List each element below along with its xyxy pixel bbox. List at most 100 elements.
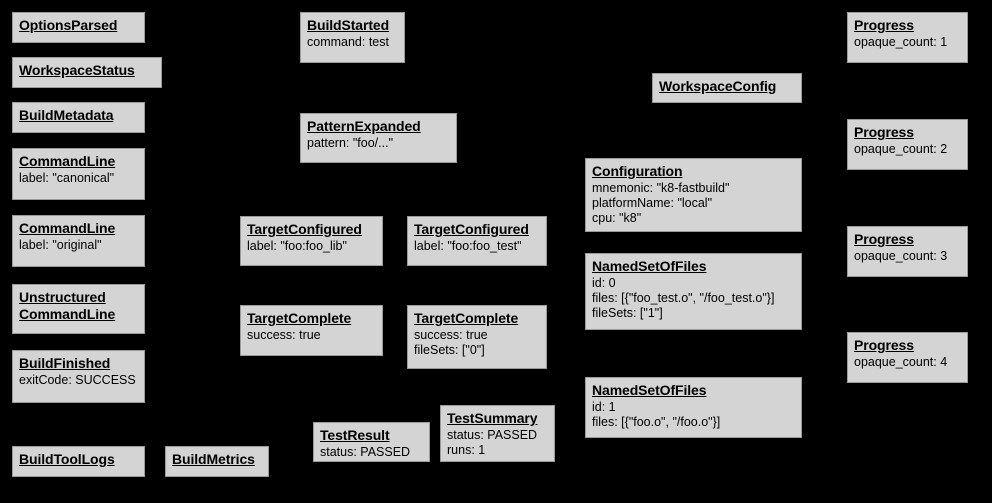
event-node-workspace-status[interactable]: WorkspaceStatus bbox=[12, 57, 162, 88]
event-node-fields: mnemonic: "k8-fastbuild"platformName: "l… bbox=[592, 181, 795, 226]
event-node-title-wrap: Progress bbox=[854, 337, 961, 354]
event-node-title-wrap: BuildStarted bbox=[307, 17, 398, 34]
event-node-pattern-expanded[interactable]: PatternExpanded pattern: "foo/..." bbox=[300, 113, 457, 163]
event-node-field: opaque_count: 3 bbox=[854, 249, 948, 263]
event-node-title: WorkspaceStatus bbox=[19, 62, 135, 78]
event-node-fields: command: test bbox=[307, 35, 398, 50]
event-node-field: label: "canonical" bbox=[19, 171, 115, 185]
event-node-title-wrap: Progress bbox=[854, 231, 961, 248]
event-node-fields: label: "canonical" bbox=[19, 171, 138, 186]
event-node-title: WorkspaceConfig bbox=[659, 78, 777, 94]
event-node-title-wrap: TestSummary bbox=[447, 410, 548, 427]
event-node-build-metrics[interactable]: BuildMetrics bbox=[165, 446, 269, 477]
event-node-field: runs: 1 bbox=[447, 443, 486, 457]
event-node-field: success: true bbox=[247, 328, 321, 342]
event-node-title: Progress bbox=[854, 17, 914, 33]
event-node-title-wrap: TargetConfigured bbox=[247, 221, 376, 238]
event-node-fields: opaque_count: 3 bbox=[854, 249, 961, 264]
event-node-field: mnemonic: "k8-fastbuild" bbox=[592, 181, 730, 195]
event-node-title: CommandLine bbox=[19, 153, 116, 169]
event-node-title: TargetComplete bbox=[414, 310, 519, 326]
event-node-field: label: "foo:foo_test" bbox=[414, 239, 522, 253]
event-node-field: status: PASSED bbox=[447, 428, 538, 442]
event-node-target-complete-lib[interactable]: TargetComplete success: true bbox=[240, 305, 383, 356]
event-node-field: exitCode: SUCCESS bbox=[19, 373, 136, 387]
event-node-build-metadata[interactable]: BuildMetadata bbox=[12, 102, 145, 133]
event-node-title: NamedSetOfFiles bbox=[592, 382, 707, 398]
event-node-field: files: [{"foo_test.o", "/foo_test.o"}] bbox=[592, 291, 775, 305]
event-node-title: TargetConfigured bbox=[414, 221, 529, 237]
event-node-command-line-canonical[interactable]: CommandLine label: "canonical" bbox=[12, 148, 145, 200]
event-node-progress-4[interactable]: Progress opaque_count: 4 bbox=[847, 332, 968, 383]
event-node-title: TargetComplete bbox=[247, 310, 352, 326]
event-node-title-wrap: BuildToolLogs bbox=[19, 451, 138, 468]
event-node-fields: status: PASSED bbox=[320, 445, 423, 460]
event-node-title-wrap: CommandLine bbox=[19, 220, 138, 237]
event-node-configuration[interactable]: Configuration mnemonic: "k8-fastbuild"pla… bbox=[585, 158, 802, 232]
event-node-title-wrap: NamedSetOfFiles bbox=[592, 382, 795, 399]
event-node-title: PatternExpanded bbox=[307, 118, 421, 134]
event-node-title: BuildMetadata bbox=[19, 107, 114, 123]
event-node-title-wrap: Progress bbox=[854, 17, 961, 34]
event-node-fields: label: "foo:foo_lib" bbox=[247, 239, 376, 254]
event-node-field: id: 0 bbox=[592, 276, 616, 290]
event-node-field: pattern: "foo/..." bbox=[307, 136, 394, 150]
event-node-workspace-config[interactable]: WorkspaceConfig bbox=[652, 73, 802, 103]
event-node-title-wrap: WorkspaceStatus bbox=[19, 62, 155, 79]
event-node-build-tool-logs[interactable]: BuildToolLogs bbox=[12, 446, 145, 477]
event-node-target-configured-foo-test[interactable]: TargetConfigured label: "foo:foo_test" bbox=[407, 216, 547, 266]
event-node-title-wrap: TargetComplete bbox=[414, 310, 540, 327]
event-node-title: TestSummary bbox=[447, 410, 538, 426]
event-node-title: CommandLine bbox=[19, 306, 116, 322]
event-node-title: Progress bbox=[854, 337, 914, 353]
event-node-title-wrap: BuildMetadata bbox=[19, 107, 138, 124]
event-node-title-wrap: WorkspaceConfig bbox=[659, 78, 795, 95]
event-node-field: command: test bbox=[307, 35, 389, 49]
event-node-title: Progress bbox=[854, 124, 914, 140]
event-node-title: CommandLine bbox=[19, 220, 116, 236]
event-node-field: status: PASSED bbox=[320, 445, 411, 459]
event-node-fields: opaque_count: 1 bbox=[854, 35, 961, 50]
event-node-progress-2[interactable]: Progress opaque_count: 2 bbox=[847, 119, 968, 170]
event-node-progress-1[interactable]: Progress opaque_count: 1 bbox=[847, 12, 968, 63]
event-node-title: TargetConfigured bbox=[247, 221, 362, 237]
event-node-title-wrap: Progress bbox=[854, 124, 961, 141]
event-node-field: cpu: "k8" bbox=[592, 211, 642, 225]
event-node-target-configured-foo-lib[interactable]: TargetConfigured label: "foo:foo_lib" bbox=[240, 216, 383, 266]
event-node-fields: pattern: "foo/..." bbox=[307, 136, 450, 151]
event-node-fields: exitCode: SUCCESS bbox=[19, 373, 138, 388]
event-node-fields: opaque_count: 4 bbox=[854, 355, 961, 370]
event-node-command-line-original[interactable]: CommandLine label: "original" bbox=[12, 215, 145, 267]
event-node-build-started[interactable]: BuildStarted command: test bbox=[300, 12, 405, 63]
event-node-title: BuildStarted bbox=[307, 17, 390, 33]
event-node-field: fileSets: ["1"] bbox=[592, 306, 663, 320]
event-node-fields: success: true bbox=[247, 328, 376, 343]
event-node-title: OptionsParsed bbox=[19, 17, 118, 33]
event-node-title-wrap: PatternExpanded bbox=[307, 118, 450, 135]
event-node-title: Configuration bbox=[592, 163, 683, 179]
event-node-unstructured-command-line[interactable]: UnstructuredCommandLine bbox=[12, 284, 145, 334]
event-node-title-wrap: TargetComplete bbox=[247, 310, 376, 327]
event-node-options-parsed[interactable]: OptionsParsed bbox=[12, 12, 145, 43]
event-node-field: opaque_count: 1 bbox=[854, 35, 948, 49]
event-node-title: Unstructured bbox=[19, 289, 106, 305]
event-node-title-wrap: TargetConfigured bbox=[414, 221, 540, 238]
event-node-test-result[interactable]: TestResult status: PASSED bbox=[313, 422, 430, 462]
event-node-title: BuildToolLogs bbox=[19, 451, 115, 467]
event-node-title: TestResult bbox=[320, 427, 390, 443]
event-node-fields: label: "original" bbox=[19, 238, 138, 253]
event-node-fields: opaque_count: 2 bbox=[854, 142, 961, 157]
event-node-field: opaque_count: 2 bbox=[854, 142, 948, 156]
event-node-title-wrap: Configuration bbox=[592, 163, 795, 180]
